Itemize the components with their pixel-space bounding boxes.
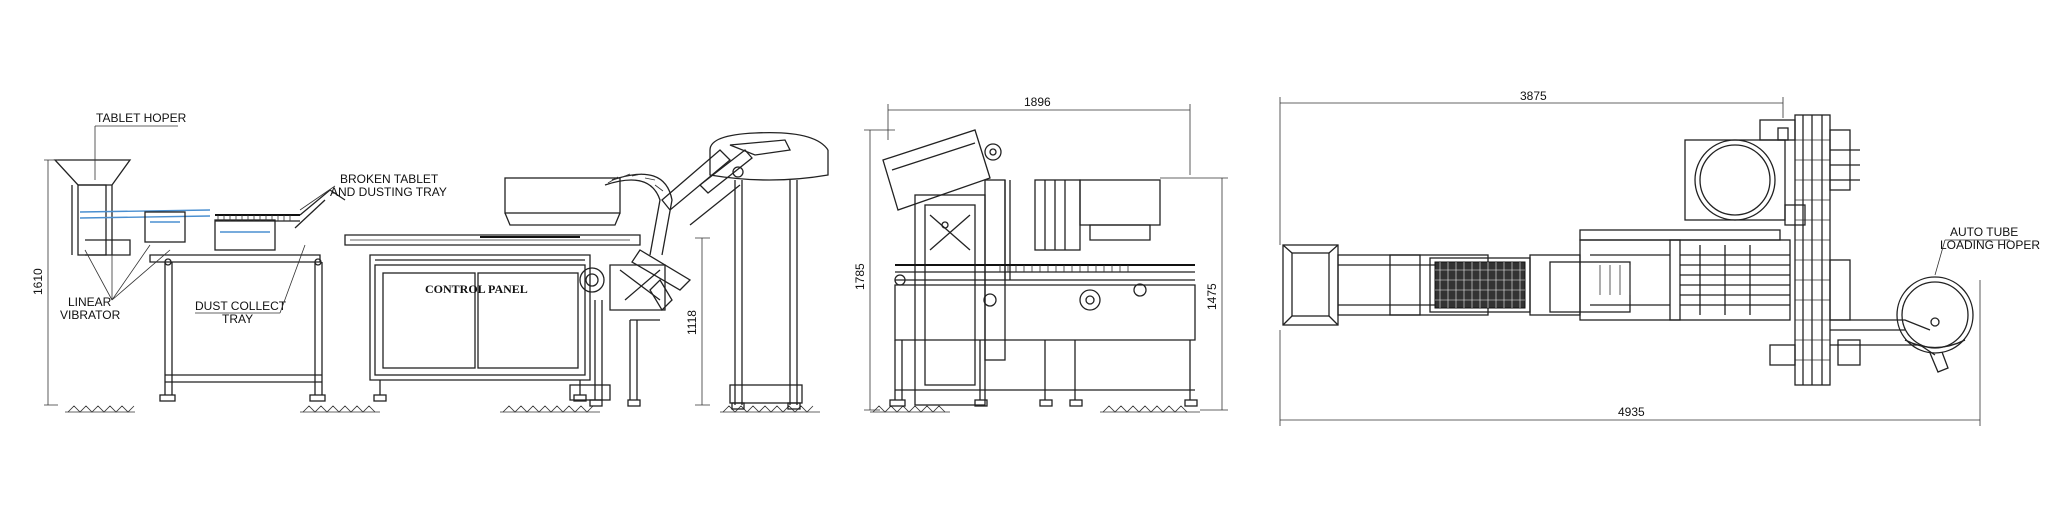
label-broken-tablet-line1: BROKEN TABLET [340,172,439,186]
vibrator-table-frame [149,254,326,402]
top-view: 3875 4935 [1279,89,2040,426]
dim-1785: 1785 [853,129,895,411]
label-broken-tablet: BROKEN TABLET AND DUSTING TRAY [299,172,447,211]
side-view: 1896 1785 1475 [853,95,1228,413]
top-tube-row [1579,229,1791,321]
tube-drum-hopper [709,131,829,410]
label-linear-vibrator-line2: VIBRATOR [60,308,121,322]
label-auto-tube: AUTO TUBE LOADING HOPER [1934,225,2040,276]
dim-1475: 1475 [1160,177,1228,411]
tablet-hopper-shape [53,159,132,256]
dim-1475-text: 1475 [1205,283,1219,310]
rotary-assembly [579,249,692,312]
dim-3875: 3875 [1279,89,1784,245]
label-linear-vibrator: LINEAR VIBRATOR [60,244,171,322]
dim-1610-text: 1610 [31,268,45,295]
dim-3875-text: 3875 [1520,89,1547,103]
label-dust-collect: DUST COLLECT TRAY [195,244,306,326]
dim-4935-text: 4935 [1618,405,1645,419]
label-broken-tablet-line2: AND DUSTING TRAY [330,185,447,199]
dim-1118-text: 1118 [685,310,699,335]
side-ground-hatch [870,405,1200,413]
dim-1785-text: 1785 [853,263,867,290]
control-panel-label: CONTROL PANEL [425,282,528,296]
label-tablet-hopper-text: TABLET HOPER [96,111,187,125]
dim-1896-text: 1896 [1024,95,1051,109]
ground-hatch [65,405,820,413]
label-auto-tube-line2: LOADING HOPER [1940,238,2040,252]
dim-1118: 1118 [685,237,710,406]
label-auto-tube-line1: AUTO TUBE [1950,225,2018,239]
label-tablet-hopper: TABLET HOPER [94,111,187,180]
side-tilted-hopper [882,129,1002,211]
control-panel-cabinet: CONTROL PANEL [344,234,641,402]
feed-chute [604,173,673,256]
upper-hood [504,177,621,226]
dim-1610: 1610 [31,159,58,406]
side-conveyor [894,264,1195,311]
auto-tube-loading-hopper [1830,276,1974,373]
dim-4935: 4935 [1279,280,1981,426]
side-frame [914,179,1161,406]
label-dust-collect-line2: TRAY [222,312,253,326]
top-conveyor-sections [1337,239,1681,321]
top-vertical-column [1759,114,1861,386]
linear-vibrator-trays [79,209,276,256]
right-support-frame [569,300,660,407]
dim-1896: 1896 [887,95,1191,175]
front-view: 1610 TABLET HOPER BROKEN TABLET AND DUST… [31,111,829,413]
tube-elevator-arm [661,149,753,226]
top-input-hopper [1282,244,1339,326]
label-linear-vibrator-line1: LINEAR [68,295,112,309]
label-dust-collect-line1: DUST COLLECT [195,299,287,313]
side-lower-frame [889,284,1198,407]
conveyor-belt [215,189,346,229]
top-drum [1684,139,1786,221]
